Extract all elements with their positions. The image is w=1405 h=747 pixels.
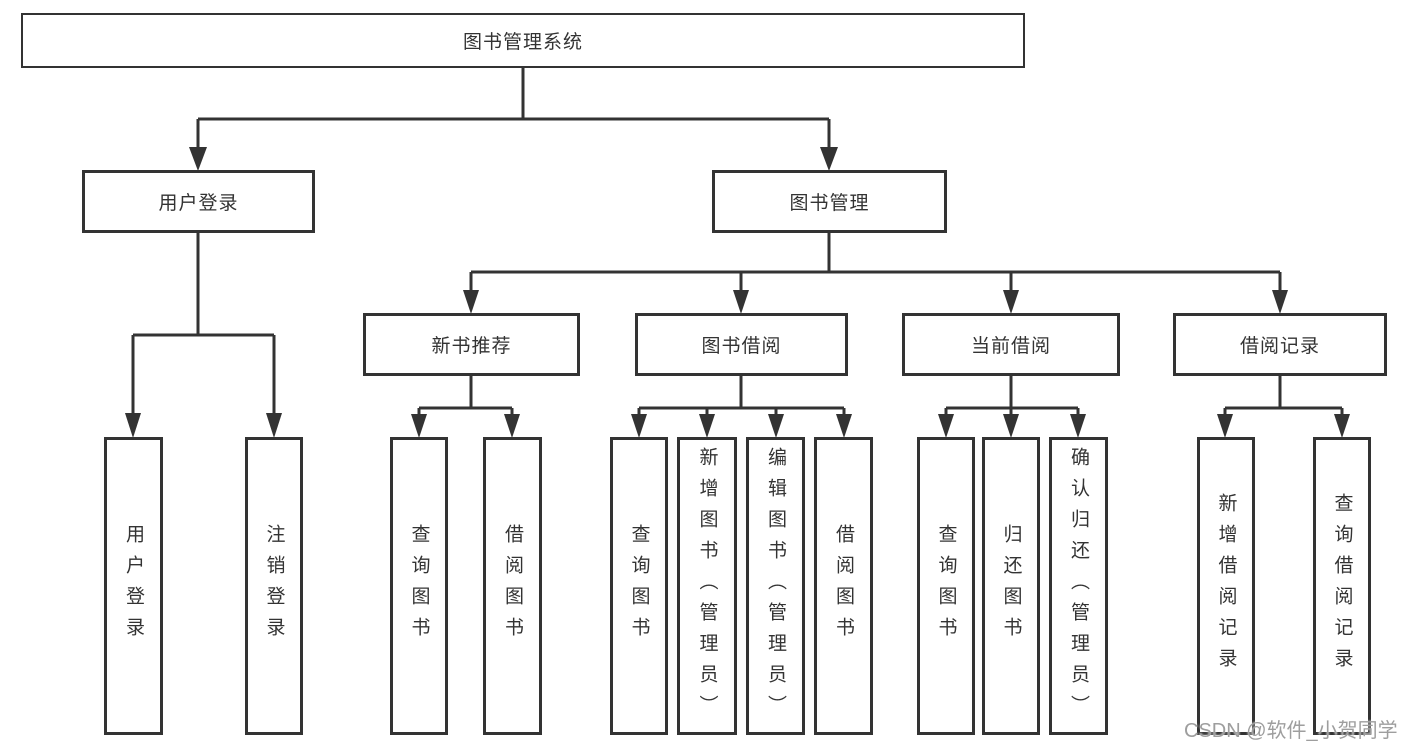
connector-path <box>131 68 1344 416</box>
arrow-down-icon <box>1003 414 1019 438</box>
leaf-query-books-borrowing: 查询图书 <box>610 437 668 735</box>
node-book-management: 图书管理 <box>712 170 947 233</box>
arrowheads <box>125 147 1350 438</box>
node-user-login: 用户登录 <box>82 170 315 233</box>
arrow-down-icon <box>768 414 784 438</box>
csdn-watermark: CSDN @软件_小贺同学 <box>1184 720 1398 742</box>
arrow-down-icon <box>189 147 207 171</box>
leaf-query-books-recommend: 查询图书 <box>390 437 448 735</box>
node-book-borrowing: 图书借阅 <box>635 313 848 376</box>
node-current-borrowing: 当前借阅 <box>902 313 1120 376</box>
arrow-down-icon <box>1070 414 1086 438</box>
arrow-down-icon <box>836 414 852 438</box>
arrow-down-icon <box>1003 290 1019 314</box>
leaf-add-borrow-record: 新增借阅记录 <box>1197 437 1255 735</box>
arrow-down-icon <box>1217 414 1233 438</box>
arrow-down-icon <box>820 147 838 171</box>
arrow-down-icon <box>266 413 282 438</box>
leaf-logout: 注销登录 <box>245 437 303 735</box>
arrow-down-icon <box>631 414 647 438</box>
leaf-add-book-admin: 新增图书（管理员） <box>677 437 737 735</box>
leaf-borrow-books-recommend: 借阅图书 <box>483 437 542 735</box>
node-borrow-records: 借阅记录 <box>1173 313 1387 376</box>
leaf-confirm-return-admin: 确认归还（管理员） <box>1049 437 1108 735</box>
node-new-book-recommend: 新书推荐 <box>363 313 580 376</box>
arrow-down-icon <box>504 414 520 438</box>
arrow-down-icon <box>411 414 427 438</box>
arrow-down-icon <box>699 414 715 438</box>
leaf-borrow-books-borrowing: 借阅图书 <box>814 437 873 735</box>
arrow-down-icon <box>125 413 141 438</box>
arrow-down-icon <box>938 414 954 438</box>
leaf-edit-book-admin: 编辑图书（管理员） <box>746 437 805 735</box>
arrow-down-icon <box>1272 290 1288 314</box>
leaf-query-borrow-record: 查询借阅记录 <box>1313 437 1371 735</box>
arrow-down-icon <box>463 290 479 314</box>
leaf-user-login: 用户登录 <box>104 437 163 735</box>
leaf-return-book: 归还图书 <box>982 437 1040 735</box>
leaf-query-books-current: 查询图书 <box>917 437 975 735</box>
arrow-down-icon <box>1334 414 1350 438</box>
node-library-management-system: 图书管理系统 <box>21 13 1025 68</box>
arrow-down-icon <box>733 290 749 314</box>
